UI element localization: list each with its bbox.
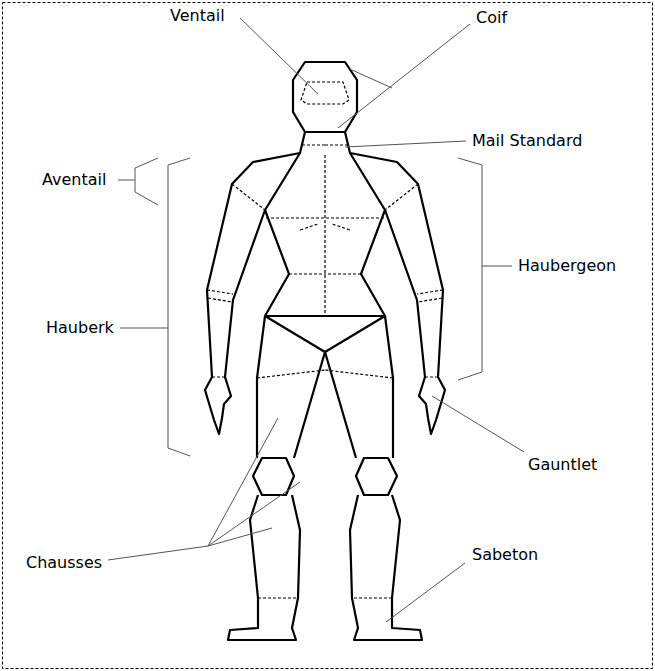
leader-line	[482, 266, 512, 267]
part-label: Mail Standard	[470, 131, 584, 151]
leader-line	[208, 418, 278, 546]
leader-line	[432, 396, 524, 452]
frame-border	[3, 3, 653, 669]
face-opening	[301, 82, 349, 104]
part-label: Haubergeon	[516, 256, 618, 276]
part-label: Ventail	[168, 6, 227, 26]
part-label: Coif	[474, 8, 509, 28]
leader-line	[352, 70, 392, 88]
bracket	[458, 158, 482, 380]
bracket	[135, 158, 158, 205]
leader-line	[208, 482, 300, 546]
leader-line	[118, 180, 135, 181]
leader-lines	[108, 18, 524, 622]
leader-line	[108, 546, 208, 560]
part-label: Chausses	[24, 553, 104, 573]
part-label: Aventail	[40, 170, 108, 190]
bracket	[168, 158, 190, 456]
body-right	[325, 132, 445, 640]
leader-line	[208, 528, 272, 546]
part-label: Sabeton	[470, 545, 540, 565]
leader-line	[240, 18, 318, 94]
body-left	[205, 132, 325, 640]
body-outline	[205, 62, 445, 640]
part-label: Hauberk	[44, 318, 116, 338]
leader-line	[338, 24, 470, 128]
leader-line	[386, 563, 465, 622]
head-outline	[293, 62, 357, 132]
leader-line	[120, 328, 168, 329]
part-label: Gauntlet	[526, 455, 599, 475]
leader-line	[345, 141, 466, 147]
center-seam	[324, 155, 325, 316]
